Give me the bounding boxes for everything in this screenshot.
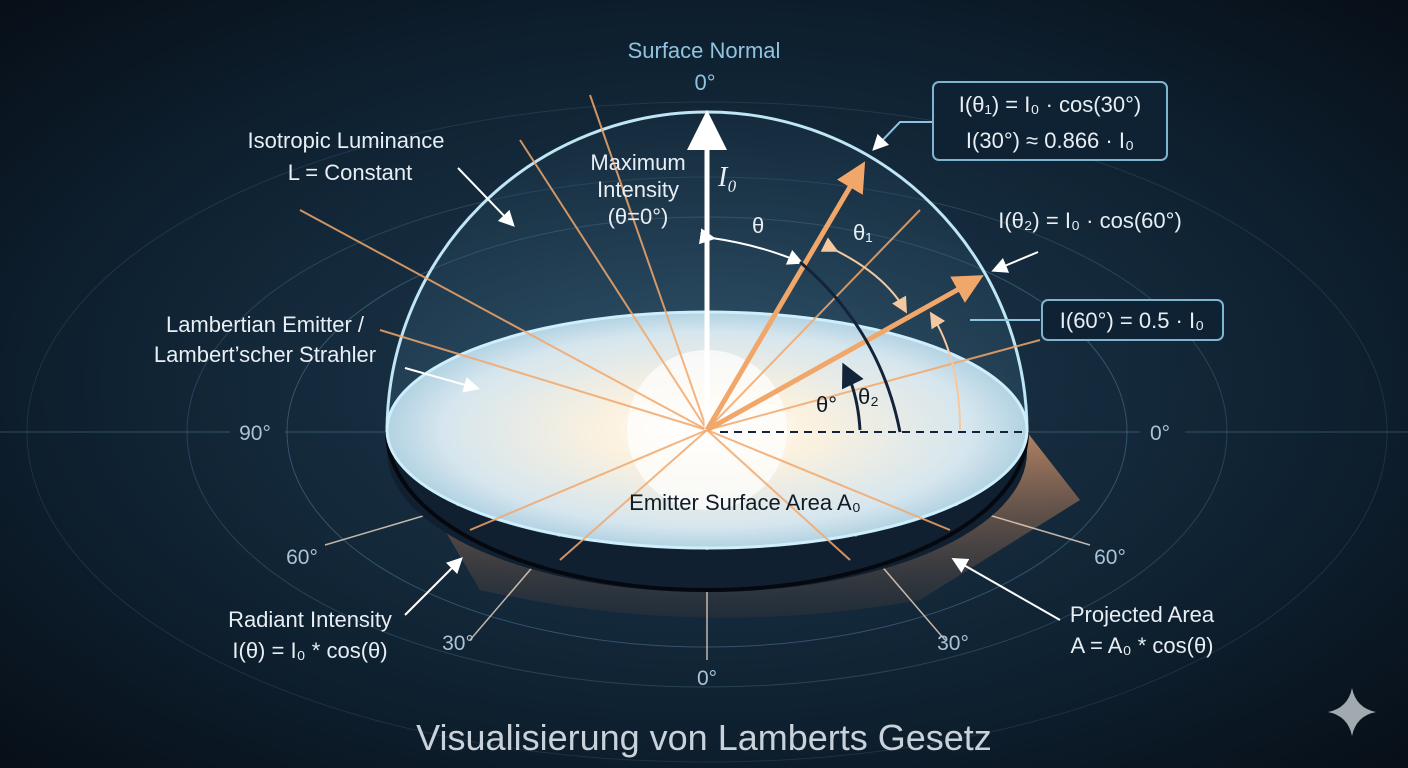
equation-theta1: I(θ₁) = I₀ · cos(30°) bbox=[959, 92, 1141, 117]
pointer-lines bbox=[404, 167, 1061, 621]
angle-label-left-30: 30° bbox=[442, 632, 474, 655]
isotropic-label-1: Isotropic Luminance bbox=[248, 128, 445, 153]
angle-label-right-60: 60° bbox=[1094, 546, 1126, 569]
max-intensity-1: Maximum bbox=[590, 150, 685, 175]
isotropic-label-2: L = Constant bbox=[288, 160, 413, 185]
theta-arc bbox=[698, 228, 804, 265]
sparkle-watermark-icon bbox=[1328, 688, 1376, 736]
projected-area-shading bbox=[387, 432, 1080, 618]
max-intensity-3: (θ=0°) bbox=[608, 204, 669, 229]
diagram-title: Visualisierung von Lamberts Gesetz bbox=[416, 717, 992, 758]
theta1-arc bbox=[820, 237, 907, 314]
emitter-label-2: Lambert’scher Strahler bbox=[154, 342, 376, 367]
angle-label-left-90: 90° bbox=[239, 422, 271, 445]
emitter-surface-area-label: Emitter Surface Area A₀ bbox=[629, 490, 861, 515]
equation-box-theta1 bbox=[932, 81, 1168, 161]
angle-label-right-0: 0° bbox=[1150, 422, 1170, 445]
equation-box-60 bbox=[1041, 299, 1224, 341]
i0-label: I₀ bbox=[717, 162, 737, 193]
theta1-label: θ₁ bbox=[853, 220, 873, 245]
box1-pointer bbox=[872, 121, 932, 151]
projected-area-label-1: Projected Area bbox=[1070, 602, 1215, 627]
theta2-vector bbox=[705, 275, 984, 433]
surface-normal-label: Surface Normal bbox=[628, 38, 781, 63]
quadrant-arc bbox=[799, 260, 902, 433]
emitter-label-1: Lambertian Emitter / bbox=[166, 312, 365, 337]
equation-theta2: I(θ₂) = I₀ · cos(60°) bbox=[998, 208, 1182, 233]
angle-label-left-60: 60° bbox=[286, 546, 318, 569]
disk-rim bbox=[385, 431, 1029, 592]
theta1-vector bbox=[704, 161, 866, 432]
equation-60-value: I(60°) = 0.5 · I₀ bbox=[1060, 308, 1204, 333]
theta2-arc bbox=[929, 311, 961, 431]
angle-label-bottom-0: 0° bbox=[697, 667, 717, 690]
radiant-intensity-label-1: Radiant Intensity bbox=[228, 607, 392, 632]
theta-deg-arc bbox=[841, 362, 864, 431]
angle-label-right-30: 30° bbox=[937, 632, 969, 655]
normal-angle-label: 0° bbox=[694, 70, 715, 95]
radiant-intensity-label-2: I(θ) = I₀ * cos(θ) bbox=[232, 638, 387, 663]
equation-30-value: I(30°) ≈ 0.866 · I₀ bbox=[966, 128, 1134, 153]
theta-label: θ bbox=[752, 213, 764, 238]
disk-edge bbox=[387, 432, 1027, 592]
projected-area-label-2: A = A₀ * cos(θ) bbox=[1070, 633, 1213, 658]
theta-deg-label: θ° bbox=[816, 392, 837, 417]
theta2-label: θ₂ bbox=[858, 384, 879, 409]
max-intensity-2: Intensity bbox=[597, 177, 679, 202]
